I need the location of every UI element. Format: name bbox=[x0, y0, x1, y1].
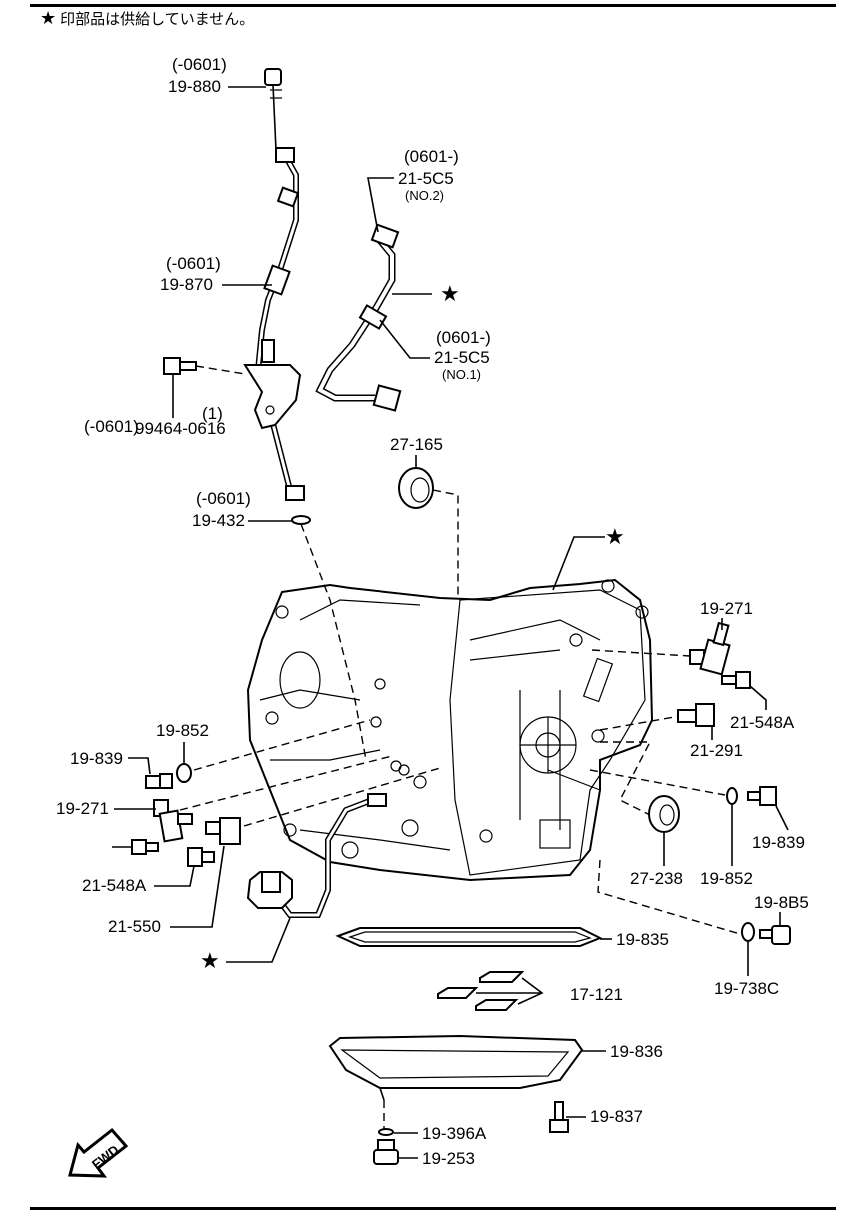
pan-bolt-label: 19-837 bbox=[590, 1107, 643, 1126]
speed-sensor-right-label: 19-271 bbox=[700, 599, 753, 618]
star-sensor-harness-icon: ★ bbox=[440, 281, 460, 306]
oring-date: (-0601) bbox=[196, 489, 251, 508]
bolt-right-label: 21-548A bbox=[730, 713, 795, 732]
plug-left-icon bbox=[145, 773, 173, 789]
sensor-21-291-icon bbox=[677, 703, 715, 727]
oring-leader bbox=[300, 523, 367, 761]
washer-738-label: 19-738C bbox=[714, 979, 779, 998]
tube-date: (-0601) bbox=[166, 254, 221, 273]
bolt-left-label: 21-548A bbox=[82, 876, 147, 895]
pan-label: 19-836 bbox=[610, 1042, 663, 1061]
sensor-left-label: 21-550 bbox=[108, 917, 161, 936]
top-rule bbox=[30, 4, 836, 7]
sensor-harness-lower bbox=[246, 793, 387, 918]
sensor-right-label: 21-291 bbox=[690, 741, 743, 760]
washer-right-label: 19-852 bbox=[700, 869, 753, 888]
washer-right-icon bbox=[726, 787, 738, 805]
magnets-label: 17-121 bbox=[570, 985, 623, 1004]
drain-washer-icon bbox=[378, 1128, 394, 1136]
gasket-icon bbox=[335, 927, 603, 947]
drain-plug-icon bbox=[373, 1139, 399, 1165]
speed-sensor-right-icon bbox=[689, 621, 731, 676]
dipstick-label: 19-880 bbox=[168, 77, 221, 96]
bolt-99464-icon bbox=[163, 357, 246, 375]
oring-label: 19-432 bbox=[192, 511, 245, 530]
bolt-right-icon bbox=[721, 671, 751, 689]
seal-top-label: 27-165 bbox=[390, 435, 443, 454]
dipstick-assembly bbox=[243, 68, 311, 525]
bolt-date: (-0601) bbox=[84, 417, 139, 436]
bolt-8b5-label: 19-8B5 bbox=[754, 893, 809, 912]
pan-bolt-icon bbox=[549, 1101, 569, 1133]
oil-pan-icon bbox=[328, 1034, 584, 1101]
bolt-label: 99464-0616 bbox=[135, 419, 226, 438]
case-leader bbox=[552, 536, 605, 591]
sensor-harness-upper bbox=[315, 223, 402, 412]
seal-27-238-icon bbox=[648, 795, 680, 833]
washer-left-label: 19-852 bbox=[156, 721, 209, 740]
dipstick-date: (-0601) bbox=[172, 55, 227, 74]
sensor1-no: (NO.1) bbox=[442, 367, 481, 382]
seal-27-165-icon bbox=[398, 467, 459, 600]
drain-plug-label: 19-253 bbox=[422, 1149, 475, 1168]
speed-sensor-left-icon bbox=[153, 799, 193, 843]
bolt-8b5-icon bbox=[741, 922, 791, 945]
star-case-icon: ★ bbox=[605, 524, 625, 549]
bottom-rule bbox=[30, 1207, 836, 1210]
sensor2-date: (0601-) bbox=[404, 147, 459, 166]
sensor1-label: 21-5C5 bbox=[434, 348, 490, 367]
washer-left-icon bbox=[176, 763, 192, 783]
plug-right-icon bbox=[747, 786, 777, 806]
transmission-case bbox=[246, 578, 654, 882]
bolt-small-left-icon bbox=[131, 839, 159, 855]
speed-sensor-left-label: 19-271 bbox=[56, 799, 109, 818]
sensor1-date: (0601-) bbox=[436, 328, 491, 347]
star-harness-lower-icon: ★ bbox=[200, 948, 220, 973]
drain-washer-label: 19-396A bbox=[422, 1124, 487, 1143]
plug-right-label: 19-839 bbox=[752, 833, 805, 852]
bolt-left-icon bbox=[187, 847, 215, 867]
magnets-icon bbox=[437, 971, 544, 1011]
plug-left-label: 19-839 bbox=[70, 749, 123, 768]
gasket-label: 19-835 bbox=[616, 930, 669, 949]
sensor-21-550-icon bbox=[205, 817, 241, 845]
seal-right-label: 27-238 bbox=[630, 869, 683, 888]
note: ★印部品は供給していません。 bbox=[40, 8, 254, 29]
note-text: 印部品は供給していません。 bbox=[60, 10, 255, 28]
tube-label: 19-870 bbox=[160, 275, 213, 294]
fwd-arrow-icon: FWD bbox=[68, 1127, 129, 1178]
bolt-qty: (1) bbox=[202, 404, 223, 423]
sensor2-no: (NO.2) bbox=[405, 188, 444, 203]
sensor2-label: 21-5C5 bbox=[398, 169, 454, 188]
note-star-icon: ★ bbox=[40, 8, 57, 29]
